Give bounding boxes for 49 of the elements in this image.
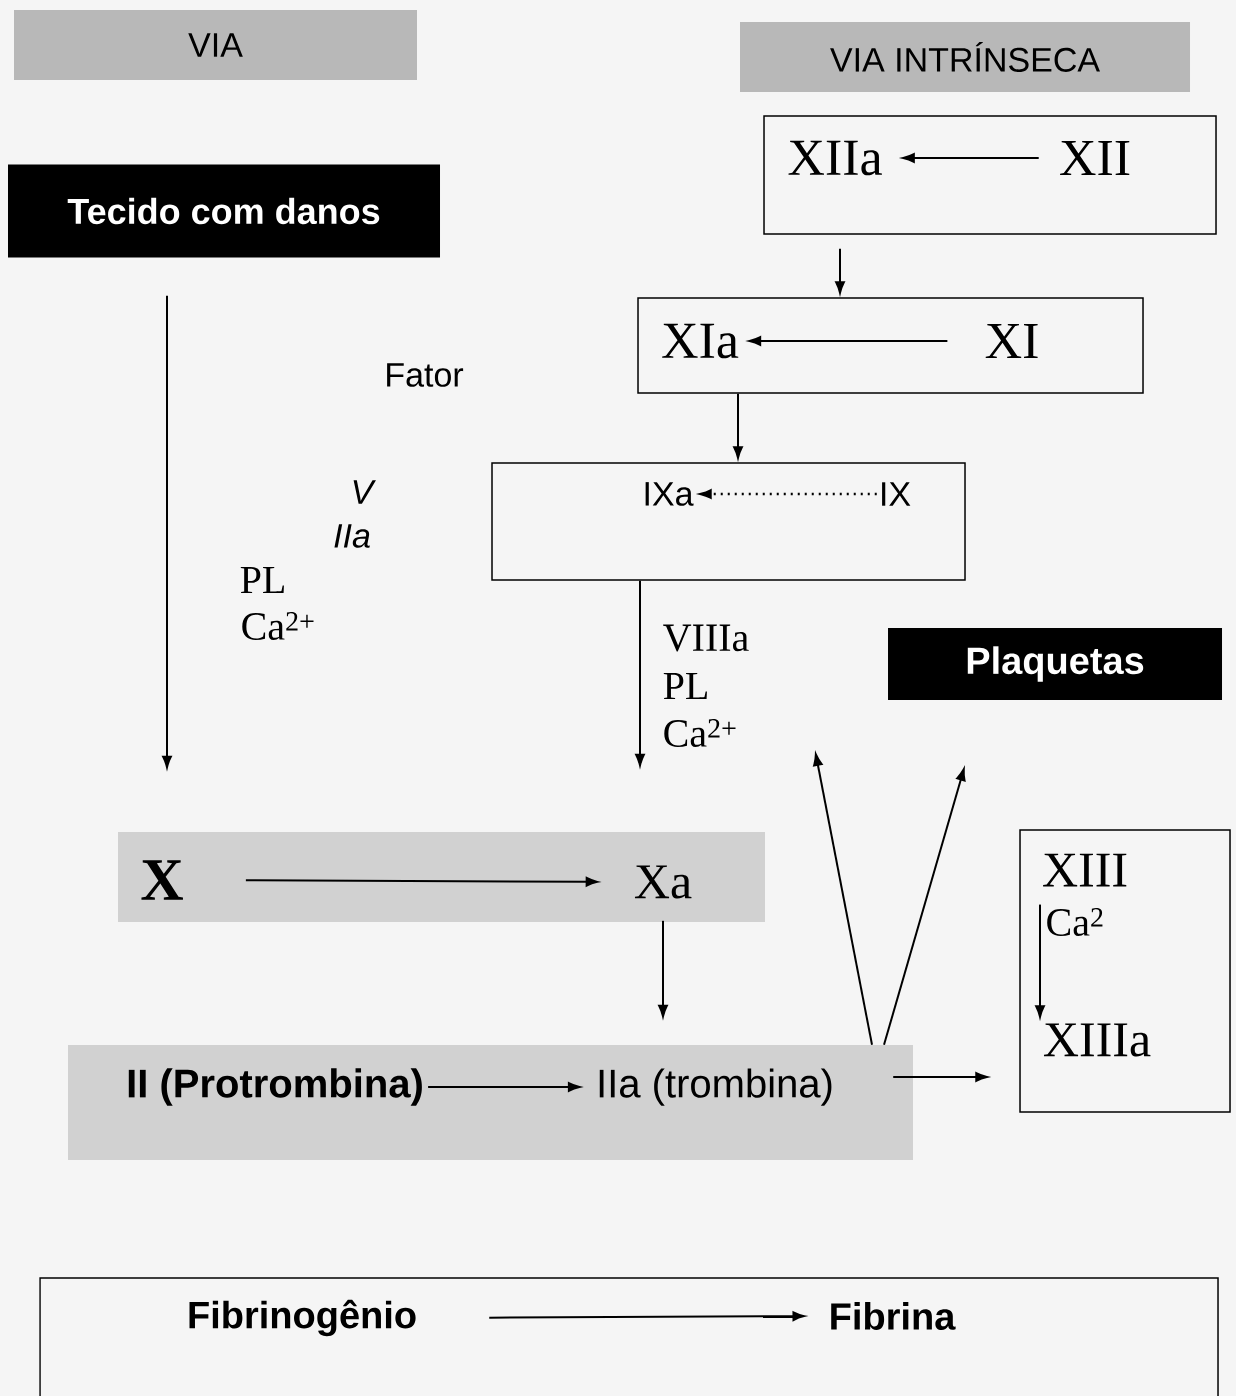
factor-label: XIIa (788, 140, 882, 176)
shaded-band (118, 832, 765, 922)
process-box (1019, 829, 1231, 1113)
factor-label: II (Protrombina) (128, 1068, 422, 1106)
factor-label: XIIIa (1044, 1023, 1151, 1057)
factor-label: XII (1060, 140, 1130, 175)
process-box (763, 115, 1217, 235)
arrow (902, 153, 1040, 163)
cofactor-label: Fator (387, 363, 464, 387)
arrow (835, 247, 845, 294)
arrow (813, 753, 873, 1046)
shaded-band (68, 1045, 913, 1160)
cofactor-label: VIIIa (663, 624, 749, 652)
factor-label: IIa (trombina) (599, 1068, 832, 1106)
arrow (244, 876, 599, 887)
factor-label: X (141, 860, 183, 900)
arrow (488, 1311, 805, 1321)
factor-label: XIII (1043, 853, 1127, 887)
cofactor-label: Ca$^{2+}$ (242, 612, 314, 640)
factor-label: IX (882, 482, 911, 506)
title-banner: VIA (14, 10, 417, 80)
cofactor-label: Ca$^{2}$ (1047, 908, 1103, 936)
label-box: Tecido com danos (8, 164, 440, 258)
arrow (892, 1072, 988, 1082)
factor-label: Fibrinogênio (189, 1299, 416, 1337)
cofactor-label: Ca$^{2+}$ (664, 719, 736, 747)
arrow (658, 919, 668, 1018)
factor-label: Fibrina (831, 1302, 956, 1330)
arrow (883, 768, 966, 1046)
arrow (427, 1082, 581, 1092)
cofactor-label: PL (240, 566, 284, 594)
arrow (733, 392, 743, 459)
title-banner: VIA INTRÍNSECA (740, 22, 1190, 92)
cofactor-label: IIa (334, 524, 370, 548)
cofactor-label: V (353, 480, 376, 504)
label-box: Plaquetas (888, 628, 1222, 700)
factor-label: XI (985, 324, 1038, 359)
process-box (637, 297, 1144, 394)
arrow (635, 579, 645, 767)
factor-label: IXa (645, 482, 694, 506)
process-box (491, 462, 966, 581)
arrow (699, 489, 877, 499)
process-box (39, 1277, 1219, 1396)
arrow (162, 294, 172, 769)
arrow (1035, 903, 1045, 1018)
factor-label: XIa (662, 323, 739, 359)
factor-label: Xa (634, 865, 692, 899)
cofactor-label: PL (663, 672, 707, 700)
arrow (748, 336, 949, 346)
